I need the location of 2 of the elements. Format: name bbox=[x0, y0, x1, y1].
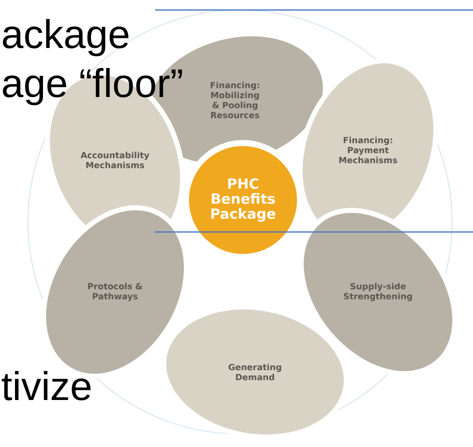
slide-text: ackage bbox=[2, 19, 128, 56]
slide-text: age “floor” bbox=[2, 68, 182, 106]
